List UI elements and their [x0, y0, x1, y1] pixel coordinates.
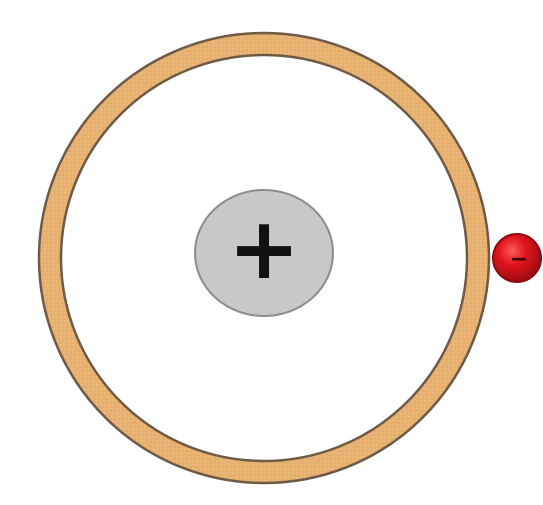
nucleus: +	[195, 190, 333, 316]
nucleus-charge-symbol: +	[228, 199, 300, 299]
electron-charge-symbol: −	[510, 247, 528, 272]
electron: −	[493, 234, 541, 282]
